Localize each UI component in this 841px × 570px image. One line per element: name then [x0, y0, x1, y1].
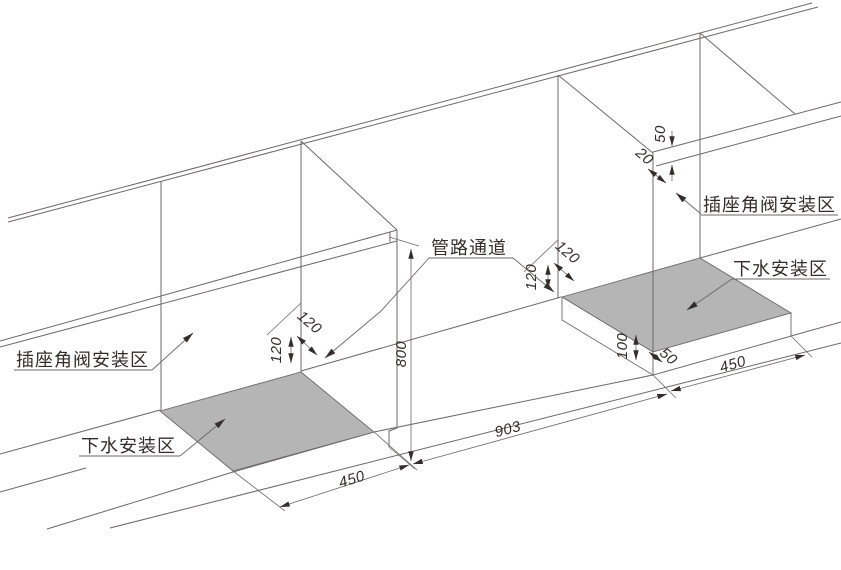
- wall-top-edge-front: [7, 6, 819, 223]
- ext-120-left: [266, 302, 302, 336]
- toe-line-left: [0, 467, 87, 493]
- dim-opening-gap: 903: [493, 418, 523, 441]
- socket-zone-left-label: 插座角阀安装区: [16, 350, 149, 370]
- callout-socket-zone-right: 插座角阀安装区: [675, 192, 838, 216]
- socket-zone-left-leader: [151, 332, 194, 371]
- dim-line-450-left: [279, 464, 410, 508]
- dim-pipe-left-depth: 120: [294, 308, 325, 338]
- callout-drain-zone-right: 下水安装区: [686, 259, 830, 311]
- pipe-channel-label: 管路通道: [431, 238, 507, 258]
- dim-line-903: [412, 393, 668, 465]
- ext-450-right-a: [652, 374, 677, 399]
- dim-line-450-right: [670, 354, 806, 392]
- callout-socket-zone-left: 插座角阀安装区: [14, 332, 194, 371]
- dim-line-20: [647, 168, 667, 184]
- wall-base-middle: [300, 296, 562, 372]
- right-cutout-top-depth-right: [699, 32, 796, 115]
- pipe-channel-leader-right: [512, 257, 555, 293]
- left-cutout: [159, 140, 398, 472]
- drain-zone-left-label: 下水安装区: [81, 436, 176, 456]
- counter-front-bottom-right: [655, 115, 841, 167]
- callout-drain-zone-left: 下水安装区: [79, 418, 226, 457]
- ext-gray-corner: [373, 431, 418, 471]
- drain-zone-right-leader: [686, 278, 733, 311]
- right-cutout-top-depth-left: [557, 74, 654, 154]
- ext-450-left: [232, 470, 286, 512]
- dim-cabinet-height: 800: [393, 341, 410, 368]
- ext-120-right: [523, 239, 559, 273]
- dim-opening-width-left: 450: [337, 467, 367, 491]
- callout-pipe-channel: 管路通道: [324, 238, 555, 359]
- ext-800-top: [388, 236, 420, 247]
- socket-zone-right-leader: [675, 192, 702, 215]
- dim-pipe-right-vertical: 120: [523, 264, 540, 291]
- drain-zone-right-label: 下水安装区: [733, 259, 828, 279]
- drain-zone-left-leader: [179, 418, 226, 457]
- wall-top-edge-back: [7, 2, 813, 219]
- dim-pipe-left-vertical: 120: [268, 337, 285, 364]
- callout-labels: 插座角阀安装区 下水安装区 管路通道 下水安装区 插座角阀安装区: [14, 192, 838, 457]
- dim-line-50-bottom: [648, 351, 663, 363]
- drain-zone-area-left: [159, 371, 375, 472]
- dim-line-120-left-depth: [296, 335, 318, 356]
- dim-opening-width-right: 450: [718, 353, 748, 377]
- pipe-channel-leader-left: [324, 257, 430, 359]
- dim-counter-edge-thickness: 50: [652, 125, 669, 143]
- dim-platform-height: 100: [614, 333, 631, 360]
- dim-pipe-right-depth: 120: [552, 238, 583, 268]
- wall-base-left: [0, 409, 161, 455]
- left-cutout-toe-step: [388, 427, 398, 447]
- counter-front-top-right: [652, 101, 841, 153]
- ext-450-right-b: [790, 335, 813, 358]
- counter-front-bottom-left: [0, 240, 398, 348]
- ext-step-bottom: [388, 446, 416, 470]
- wall-base-right: [699, 218, 841, 259]
- dim-line-120-right-depth: [553, 262, 575, 282]
- left-cutout-top-depth-edge: [300, 140, 398, 231]
- socket-zone-right-label: 插座角阀安装区: [703, 195, 836, 215]
- counter-front-top-left: [0, 229, 398, 342]
